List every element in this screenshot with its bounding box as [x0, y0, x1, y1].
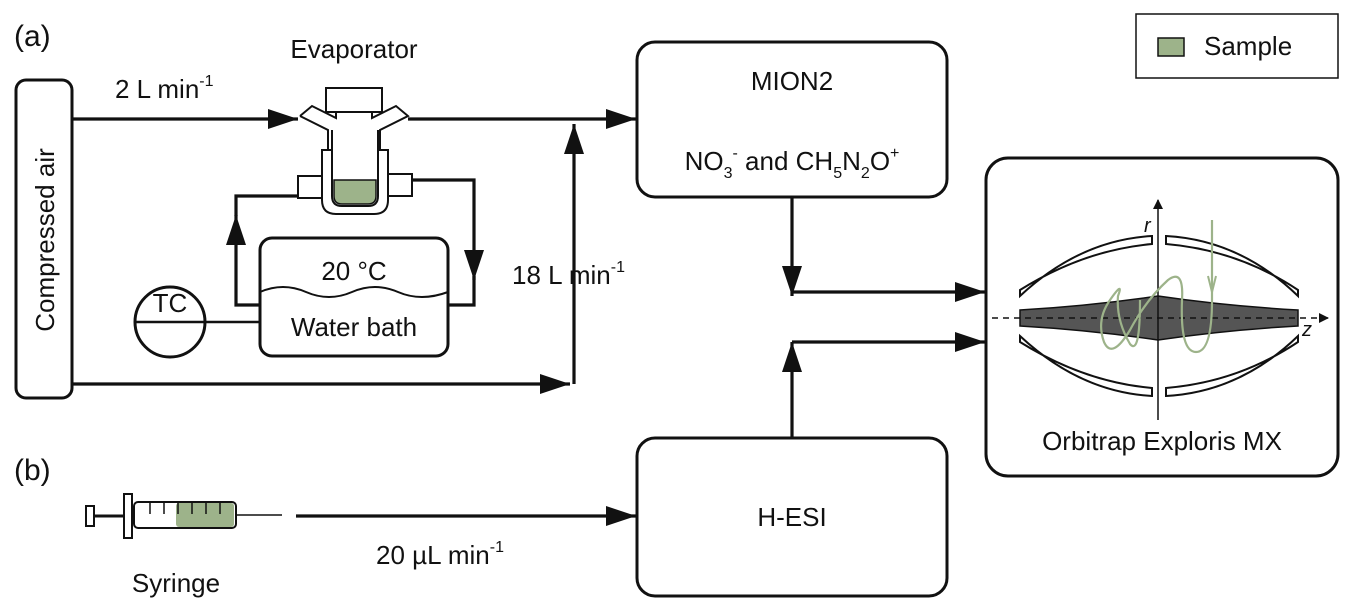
reagent-ions-label: NO3- and CH5N2O+	[685, 145, 900, 182]
flow-line-return-bath	[448, 276, 476, 307]
panel-label-a: (a)	[14, 20, 51, 53]
tc-label: TC	[153, 288, 188, 318]
syringe-label: Syringe	[132, 568, 220, 598]
hesi-box	[635, 436, 949, 598]
water-surface	[259, 286, 449, 298]
compressed-air-box	[14, 78, 74, 400]
mion2-label: MION2	[751, 66, 833, 96]
temperature-label: 20 °C	[321, 256, 386, 286]
axis-z-label: z	[1301, 319, 1312, 341]
ion-trajectory	[1099, 220, 1214, 354]
orbitrap-schematic	[992, 199, 1329, 420]
flow-label-2: 2 L min-1	[115, 73, 214, 104]
syringe-icon	[85, 493, 282, 539]
compressed-air-label: Compressed air	[30, 148, 60, 332]
flow-label-18: 18 L min-1	[512, 259, 625, 290]
sample-liquid	[333, 179, 377, 205]
evaporator-vessel	[297, 87, 413, 215]
orbitrap-label: Orbitrap Exploris MX	[1042, 426, 1282, 456]
evaporator-label: Evaporator	[290, 34, 418, 64]
trajectory-arrow-icon	[1207, 275, 1217, 293]
flow-label-20: 20 µL min-1	[376, 539, 504, 570]
legend-sample-swatch	[1157, 37, 1185, 57]
panel-label-b: (b)	[14, 454, 51, 487]
axis-r-label: r	[1144, 215, 1152, 237]
flow-line-bath-to-evaporator	[226, 215, 262, 307]
flow-line-evaporator-to-bath	[412, 178, 484, 280]
water-bath-box	[258, 236, 450, 358]
hesi-label: H-ESI	[757, 502, 826, 532]
legend-sample-label: Sample	[1204, 31, 1292, 61]
water-bath-label: Water bath	[291, 312, 417, 342]
flow-line-bath-to-evaporator-2	[234, 194, 298, 216]
